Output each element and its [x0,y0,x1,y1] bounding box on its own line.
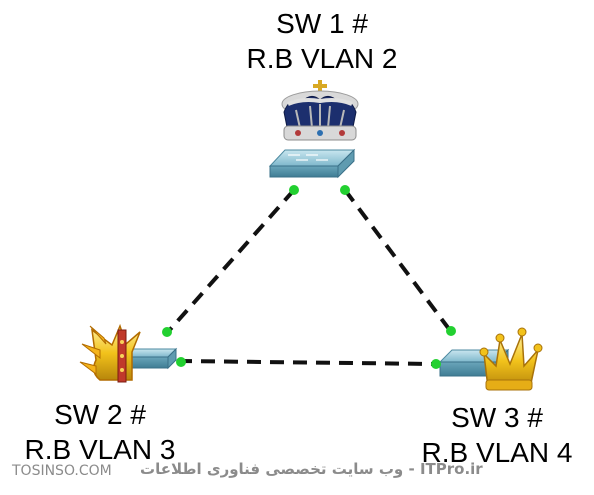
royal-crown-icon [281,80,359,141]
port-led [176,357,186,367]
sw2-label: SW 2 # R.B VLAN 3 [0,397,200,467]
switch-sw2[interactable] [122,347,178,370]
jester-crown-icon [79,323,141,383]
network-switch-icon [122,347,178,370]
sw3-name: SW 3 # [451,402,543,433]
gold-crown-icon [479,327,543,391]
port-led [289,185,299,195]
sw1-role: R.B VLAN 2 [246,43,398,74]
port-indicators [162,185,456,369]
switch-sw3[interactable] [438,348,510,378]
link-sw1-sw3 [343,188,454,335]
sw3-role: R.B VLAN 4 [421,437,573,468]
port-led [162,327,172,337]
watermark-site: TOSINSO.COM [12,463,112,479]
port-led [446,326,456,336]
sw1-name: SW 1 # [276,8,368,39]
watermark-text: ITPro.ir - وب سایت تخصصی فناوری اطلاعات [140,460,483,478]
link-sw1-sw2 [165,188,296,335]
watermark: TOSINSO.COM ITPro.ir - وب سایت تخصصی فنا… [12,460,483,479]
network-switch-icon [268,148,356,179]
link-sw2-sw3 [177,359,437,366]
port-led [340,185,350,195]
sw2-role: R.B VLAN 3 [24,434,176,465]
port-led [431,359,441,369]
switch-sw1[interactable] [268,148,356,179]
sw2-name: SW 2 # [54,399,146,430]
sw3-label: SW 3 # R.B VLAN 4 [397,400,594,470]
network-switch-icon [438,348,510,378]
sw1-label: SW 1 # R.B VLAN 2 [222,6,422,76]
